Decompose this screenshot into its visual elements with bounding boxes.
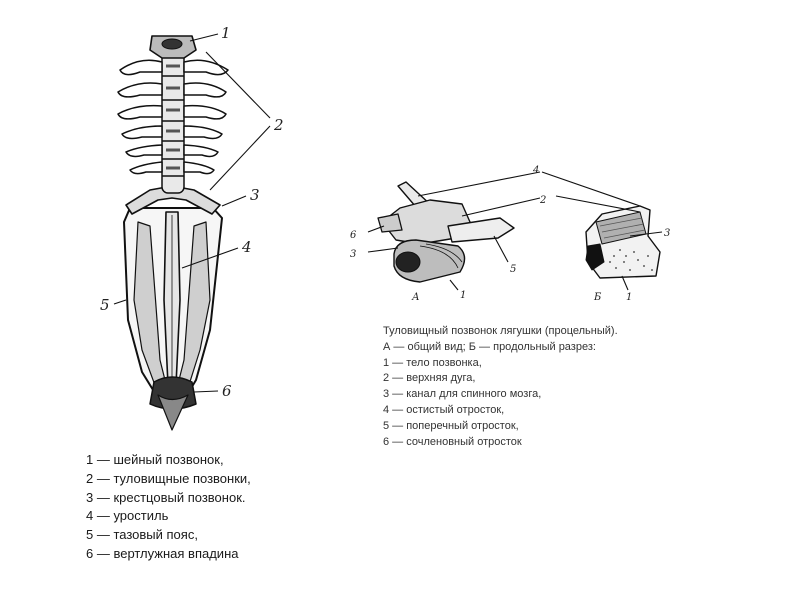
vertebra-caption-title: Туловищный позвонок лягушки (процельный)… bbox=[383, 324, 618, 340]
skeleton-legend-item: 2 — туловищные позвонки, bbox=[86, 470, 251, 489]
vertebra-legend-item: 6 — сочленовный отросток bbox=[383, 435, 618, 451]
skeleton-legend-item: 3 — крестцовый позвонок. bbox=[86, 489, 251, 508]
vertebra-label-3b: 3 bbox=[664, 228, 670, 239]
vertebra-label-2: 2 bbox=[539, 195, 546, 206]
vertebra-label-3a: 3 bbox=[350, 249, 356, 260]
vertebra-legend-item: 3 — канал для спинного мозга, bbox=[383, 387, 618, 403]
vertebra-caption-subtitle: А — общий вид; Б — продольный разрез: bbox=[383, 340, 618, 356]
vertebra-legend-item: 5 — поперечный отросток, bbox=[383, 419, 618, 435]
vertebra-legend-item: 4 — остистый отросток, bbox=[383, 403, 618, 419]
skeleton-label-3: 3 bbox=[250, 186, 260, 204]
vertebra-label-1a: 1 bbox=[460, 290, 466, 301]
skeleton-label-2: 2 bbox=[273, 116, 284, 134]
trunk-vertebrae bbox=[118, 48, 228, 193]
skeleton-label-1: 1 bbox=[221, 24, 231, 42]
skeleton-legend-item: 1 — шейный позвонок, bbox=[86, 451, 251, 470]
frog-skeleton-drawing bbox=[114, 34, 270, 430]
vertebra-label-4: 4 bbox=[532, 165, 539, 176]
vertebra-legend-item: 2 — верхняя дуга, bbox=[383, 371, 618, 387]
vertebra-label-6: 6 bbox=[350, 230, 357, 241]
vertebra-caption: Туловищный позвонок лягушки (процельный)… bbox=[383, 324, 618, 450]
skeleton-label-6: 6 bbox=[222, 382, 232, 400]
skeleton-legend-item: 6 — вертлужная впадина bbox=[86, 545, 251, 564]
skeleton-legend: 1 — шейный позвонок, 2 — туловищные позв… bbox=[86, 451, 251, 564]
vertebra-label-5: 5 bbox=[510, 264, 516, 275]
view-a-letter: А bbox=[411, 292, 420, 303]
vertebra-legend-item: 1 — тело позвонка, bbox=[383, 356, 618, 372]
view-b-letter: Б bbox=[593, 292, 602, 303]
skeleton-label-5: 5 bbox=[100, 296, 110, 314]
vertebra-view-b bbox=[542, 172, 662, 290]
skeleton-legend-item: 5 — тазовый пояс, bbox=[86, 526, 251, 545]
skeleton-legend-item: 4 — уростиль bbox=[86, 507, 251, 526]
skeleton-label-4: 4 bbox=[241, 238, 252, 256]
vertebra-label-1b: 1 bbox=[626, 292, 632, 303]
articular-process bbox=[378, 214, 402, 232]
